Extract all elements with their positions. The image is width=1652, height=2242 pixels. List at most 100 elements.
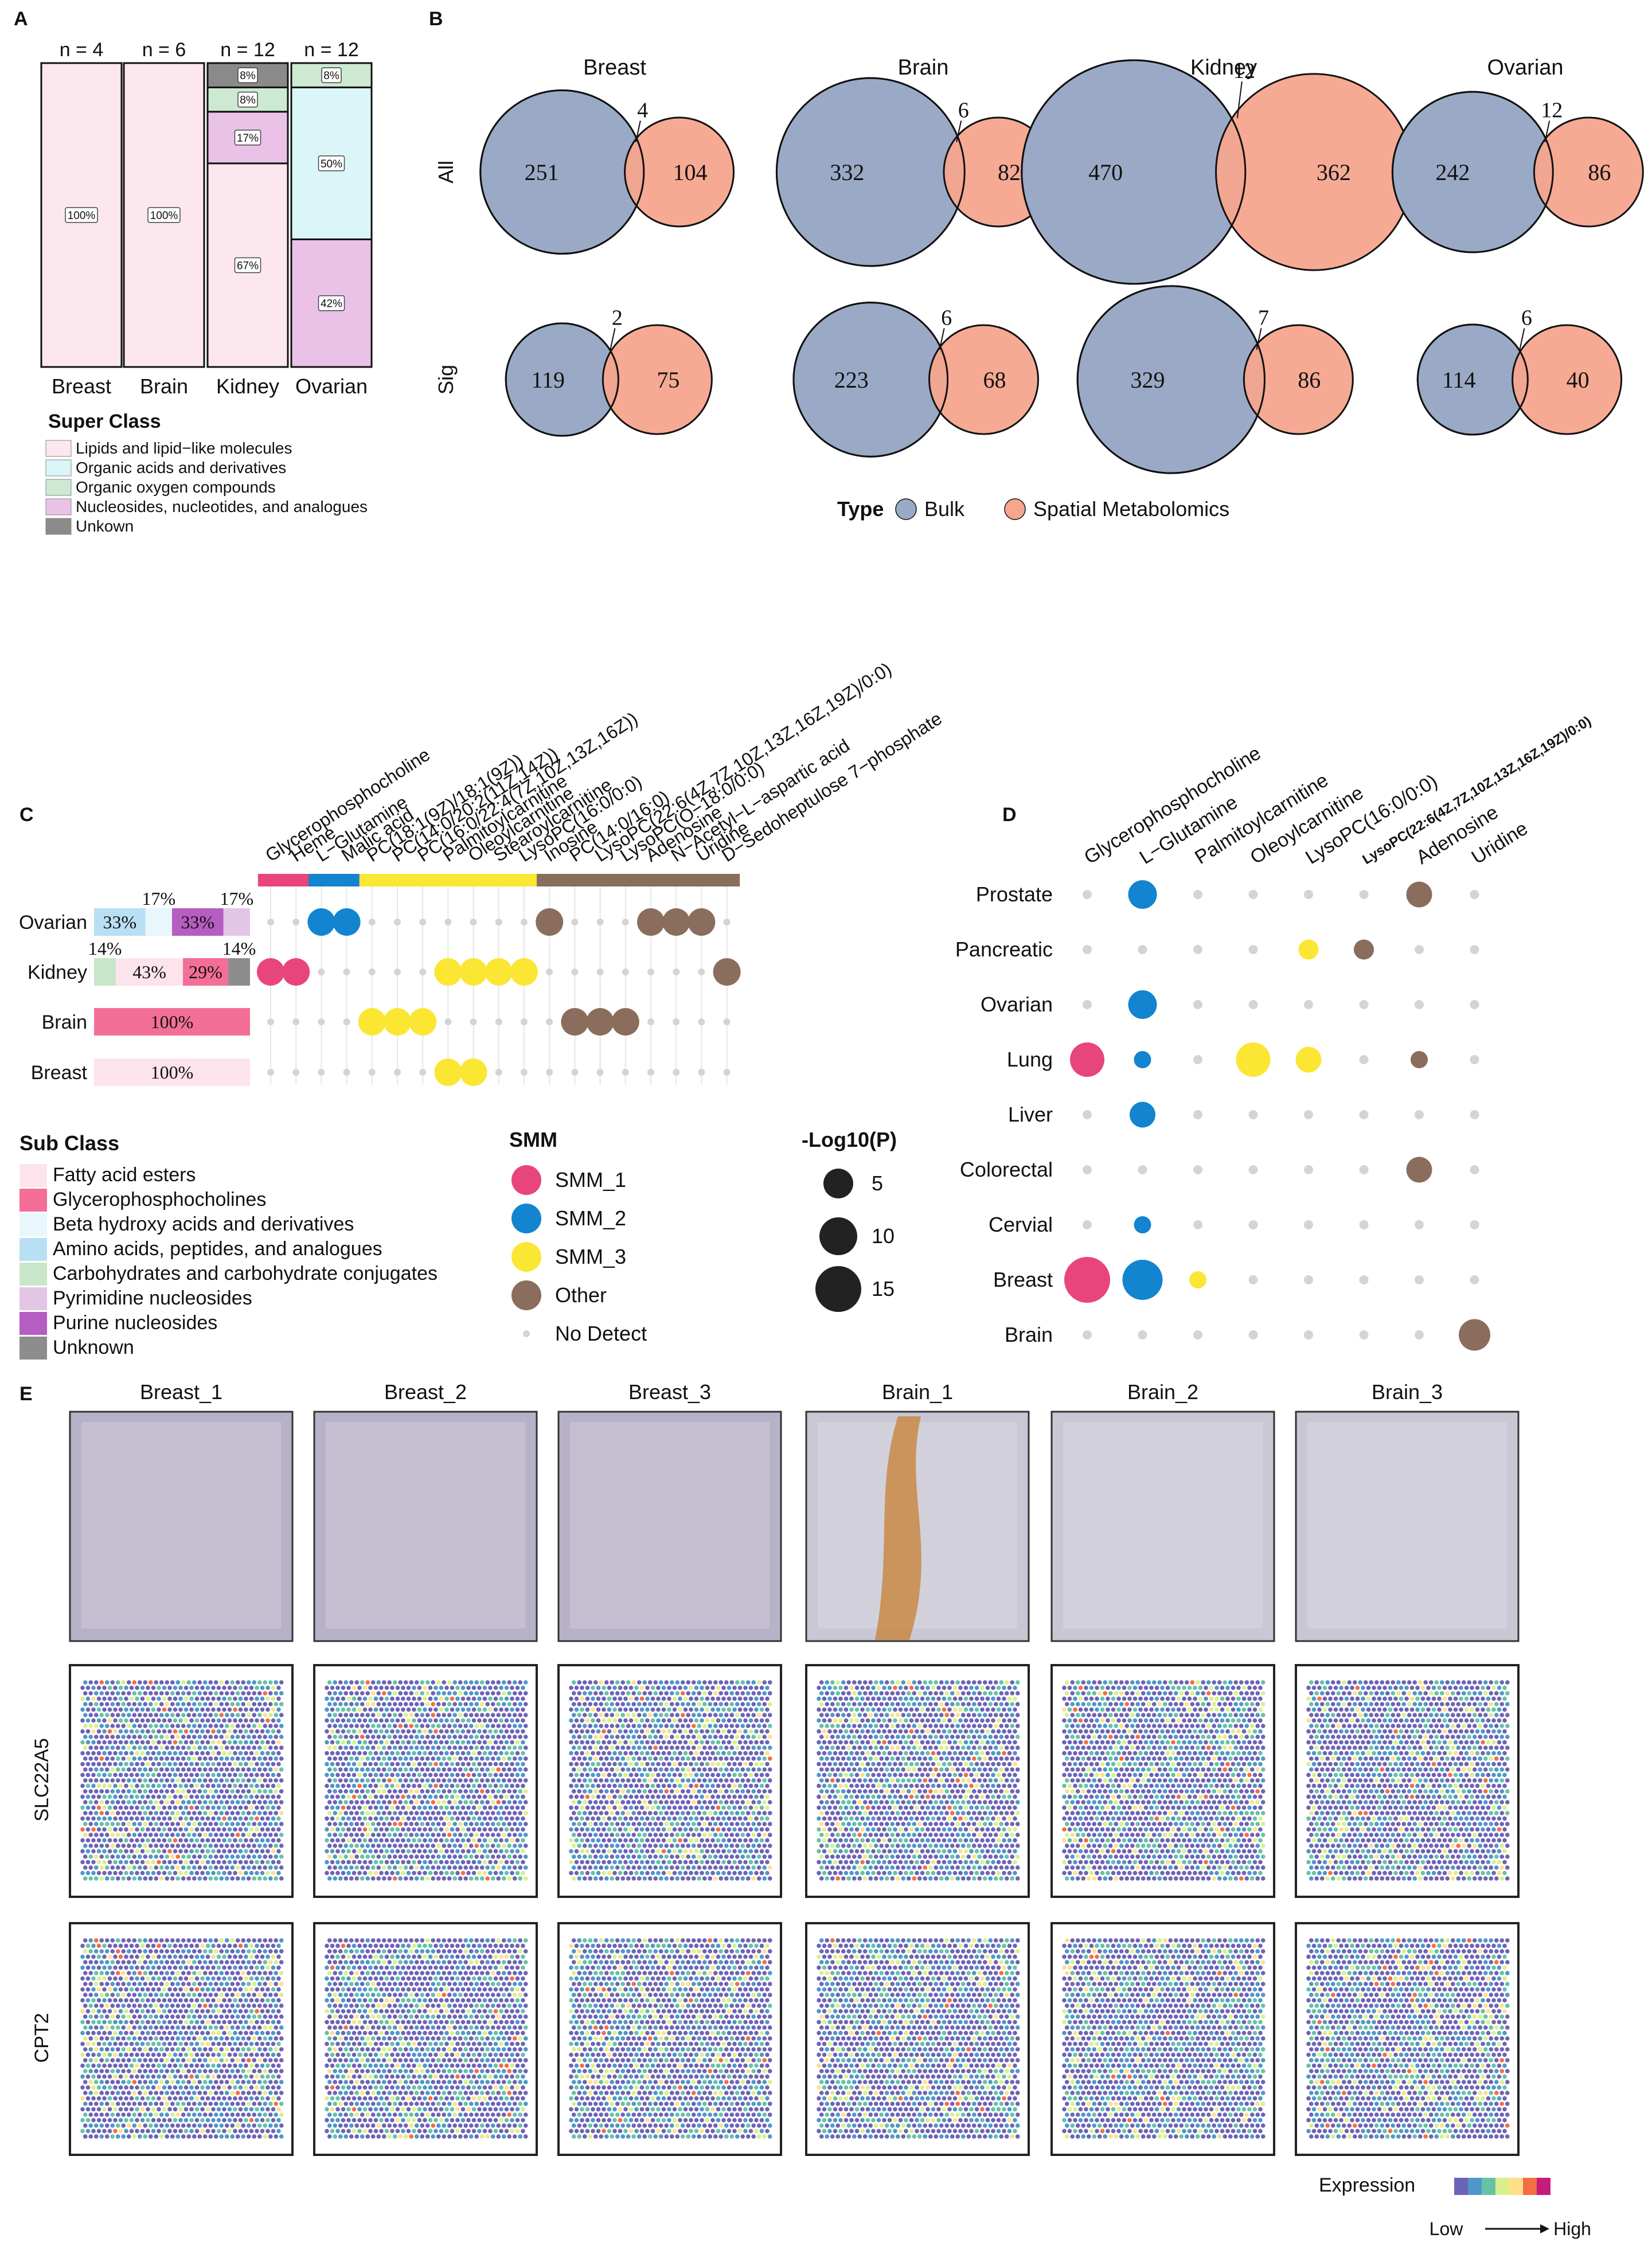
- expression-spot: [224, 1756, 229, 1761]
- expression-spot: [216, 1870, 221, 1876]
- expression-spot: [607, 1740, 612, 1745]
- expression-spot: [852, 1713, 857, 1717]
- expression-spot: [132, 1745, 137, 1750]
- expression-spot: [477, 1740, 482, 1745]
- expression-spot: [442, 1756, 447, 1761]
- expression-spot: [615, 1767, 620, 1772]
- expression-spot: [882, 1740, 886, 1745]
- expression-spot: [376, 1811, 381, 1815]
- expression-spot: [113, 1740, 118, 1745]
- smm-bar-cell: [334, 874, 360, 886]
- expression-spot: [626, 1691, 631, 1696]
- expression-spot: [208, 1680, 213, 1685]
- expression-spot: [694, 1718, 699, 1723]
- expression-spot: [754, 1794, 759, 1799]
- expression-spot: [931, 1718, 936, 1723]
- expression-spot: [333, 1876, 338, 1881]
- expression-spot: [471, 1696, 477, 1701]
- expression-spot: [944, 1735, 950, 1739]
- segment-label: 8%: [240, 95, 256, 107]
- expression-spot: [126, 1691, 131, 1696]
- expression-spot: [626, 1680, 631, 1685]
- expression-spot: [499, 1761, 503, 1767]
- expression-spot: [727, 1849, 732, 1854]
- expression-spot: [732, 1816, 737, 1821]
- expression-spot: [745, 1691, 751, 1696]
- expression-spot: [392, 1735, 397, 1739]
- expression-spot: [129, 1751, 134, 1756]
- expression-spot: [85, 1783, 91, 1788]
- expression-spot: [433, 1761, 438, 1767]
- expression-spot: [80, 1761, 85, 1767]
- expression-spot: [740, 1800, 745, 1804]
- expression-spot: [442, 1843, 447, 1848]
- expression-spot: [702, 1822, 707, 1826]
- expression-spot: [279, 1778, 284, 1783]
- expression-spot: [102, 1827, 107, 1832]
- expression-spot: [650, 1838, 655, 1843]
- expression-spot: [379, 1761, 384, 1767]
- expression-spot: [705, 1838, 710, 1843]
- expression-spot: [83, 1735, 88, 1739]
- expression-spot: [876, 1718, 881, 1723]
- expression-spot: [912, 1713, 917, 1717]
- expression-spot: [113, 1783, 118, 1788]
- expression-spot: [729, 1756, 735, 1761]
- expression-spot: [143, 1735, 148, 1739]
- expression-spot: [672, 1707, 677, 1712]
- expression-spot: [159, 1745, 164, 1750]
- expression-spot: [135, 1761, 139, 1767]
- expression-spot: [140, 1849, 145, 1854]
- expression-spot: [909, 1740, 914, 1745]
- expression-spot: [338, 1767, 343, 1772]
- expression-spot: [213, 1822, 218, 1826]
- expression-spot: [124, 1805, 128, 1810]
- no-detect-dot: [521, 919, 528, 925]
- expression-spot: [121, 1811, 126, 1815]
- expression-spot: [893, 1740, 897, 1745]
- expression-spot: [194, 1805, 200, 1810]
- expression-spot: [893, 1729, 897, 1734]
- expression-spot: [268, 1713, 273, 1717]
- expression-spot: [515, 1718, 520, 1723]
- expression-spot: [642, 1854, 647, 1859]
- expression-spot: [740, 1691, 745, 1696]
- expression-spot: [113, 1816, 118, 1821]
- expression-spot: [417, 1794, 422, 1799]
- expression-spot: [849, 1729, 854, 1734]
- expression-spot: [647, 1865, 653, 1870]
- expression-spot: [390, 1849, 395, 1854]
- expression-spot: [716, 1827, 721, 1832]
- expression-spot: [636, 1865, 642, 1870]
- expression-spot: [249, 1849, 254, 1854]
- expression-spot: [325, 1772, 329, 1778]
- expression-spot: [694, 1838, 699, 1843]
- expression-spot: [955, 1680, 960, 1685]
- expression-spot: [656, 1707, 661, 1712]
- expression-spot: [702, 1724, 707, 1728]
- expression-spot: [661, 1849, 666, 1854]
- smm-bar-cell: [562, 874, 588, 886]
- expression-spot: [252, 1756, 257, 1761]
- expression-spot: [689, 1860, 693, 1865]
- expression-spot: [189, 1772, 194, 1778]
- expression-spot: [852, 1724, 857, 1728]
- expression-spot: [352, 1740, 357, 1745]
- expression-spot: [756, 1724, 761, 1728]
- expression-spot: [474, 1767, 479, 1772]
- expression-spot: [360, 1680, 365, 1685]
- expression-spot: [658, 1800, 663, 1804]
- expression-spot: [852, 1745, 857, 1750]
- expression-spot: [403, 1833, 408, 1837]
- no-detect-dot: [546, 1018, 553, 1025]
- expression-spot: [585, 1751, 590, 1756]
- expression-spot: [865, 1707, 870, 1712]
- expression-spot: [341, 1794, 346, 1799]
- expression-spot: [767, 1854, 772, 1859]
- expression-spot: [765, 1729, 770, 1734]
- legend-swatch-purine: [19, 1312, 47, 1335]
- expression-spot: [493, 1707, 498, 1712]
- expression-spot: [233, 1816, 237, 1821]
- metabolite-dot-other: [688, 908, 716, 936]
